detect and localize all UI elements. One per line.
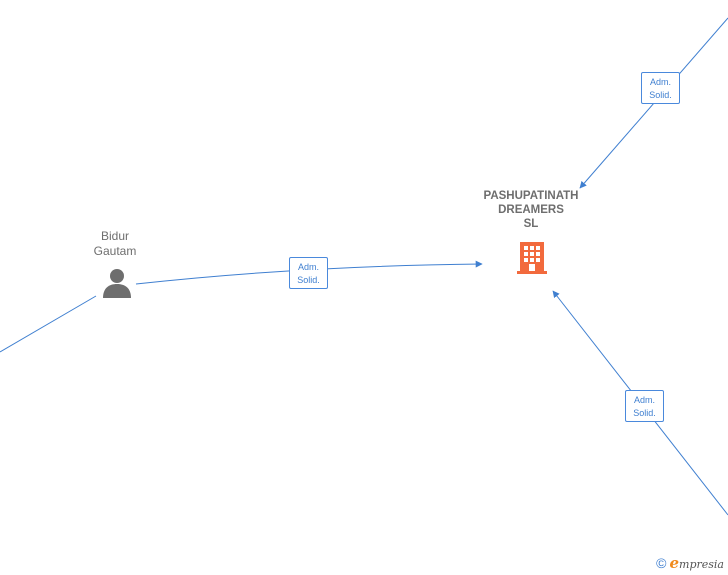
brand-logo: empresia <box>669 554 724 572</box>
edge-line-person-incoming <box>0 295 97 353</box>
footer-brand[interactable]: © empresia <box>656 554 724 572</box>
edge-label-top[interactable]: Adm. Solid. <box>641 72 680 104</box>
person-name[interactable]: Bidur Gautam <box>75 229 155 259</box>
edge-label-line: Adm. <box>649 77 671 87</box>
copyright-symbol: © <box>656 555 667 571</box>
company-name-line: PASHUPATINATH <box>483 190 579 202</box>
edge-label-left[interactable]: Adm. Solid. <box>289 257 328 289</box>
edge-label-line: Solid. <box>649 90 672 100</box>
edge-label-line: Adm. <box>297 262 319 272</box>
company-name-line: DREAMERS <box>498 204 564 216</box>
company-name[interactable]: PASHUPATINATH DREAMERS SL <box>466 189 596 231</box>
edge-label-line: Solid. <box>633 408 656 418</box>
person-name-line: Gautam <box>93 244 137 258</box>
building-icon[interactable] <box>517 242 547 274</box>
person-name-line: Bidur <box>100 229 129 243</box>
brand-name-rest: mpresia <box>679 558 724 571</box>
company-name-line: SL <box>523 218 539 230</box>
edge-label-line: Solid. <box>297 275 320 285</box>
person-icon[interactable] <box>103 269 131 298</box>
edge-label-line: Adm. <box>633 395 655 405</box>
edge-label-bottom[interactable]: Adm. Solid. <box>625 390 664 422</box>
brand-initial: e <box>669 554 680 572</box>
